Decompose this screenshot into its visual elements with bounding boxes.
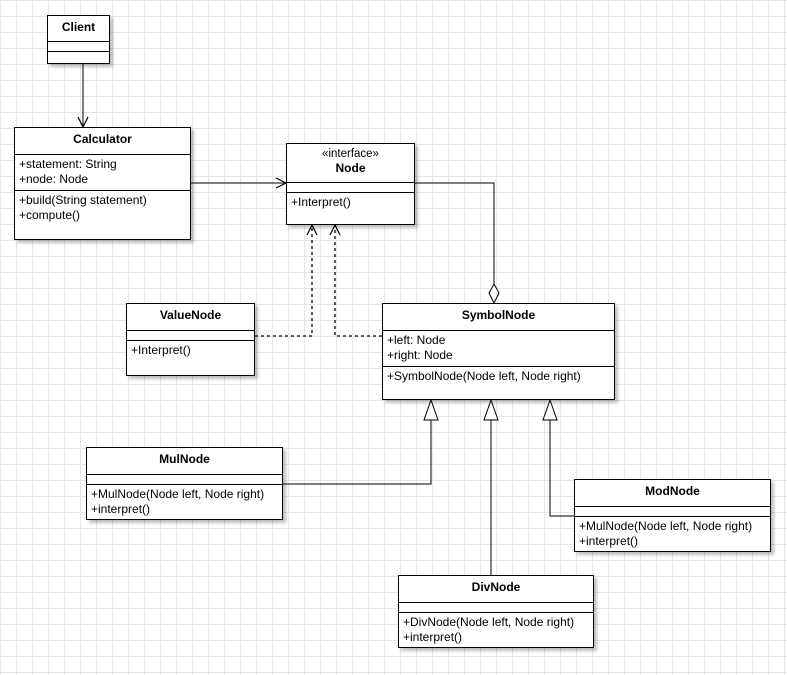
attribute: +left: Node <box>387 333 446 347</box>
class-operations: +SymbolNode(Node left, Node right) <box>383 367 614 387</box>
attribute: +statement: String <box>19 157 117 171</box>
operation: +Interpret() <box>291 195 351 209</box>
class-divnode[interactable]: DivNode +DivNode(Node left, Node right) … <box>398 575 594 648</box>
class-modnode[interactable]: ModNode +MulNode(Node left, Node right) … <box>574 479 771 552</box>
class-name: Client <box>48 16 109 42</box>
class-operations: +DivNode(Node left, Node right) +interpr… <box>399 613 593 648</box>
class-mulnode[interactable]: MulNode +MulNode(Node left, Node right) … <box>86 447 283 520</box>
class-attributes: +statement: String +node: Node <box>15 155 190 191</box>
class-operations: +Interpret() <box>127 341 254 361</box>
operation: +MulNode(Node left, Node right) <box>579 519 753 533</box>
class-name: MulNode <box>87 448 282 475</box>
operation: +compute() <box>19 208 81 222</box>
class-name: DivNode <box>399 576 593 603</box>
class-operations: +build(String statement) +compute() <box>15 191 190 226</box>
class-name: ModNode <box>575 480 770 507</box>
edge-modnode-symbolnode-generalization[interactable] <box>549 420 575 517</box>
class-attributes <box>287 183 414 193</box>
operation: +interpret() <box>403 630 463 644</box>
class-attributes <box>48 42 109 52</box>
aggregation-diamond-icon <box>488 282 500 305</box>
generalization-triangle-icon <box>542 398 558 421</box>
class-name: ValueNode <box>127 304 254 331</box>
class-operations: +MulNode(Node left, Node right) +interpr… <box>87 485 282 520</box>
stereotype-label: «interface» <box>322 148 379 160</box>
edge-mulnode-symbolnode-generalization[interactable] <box>283 420 432 485</box>
attribute: +node: Node <box>19 172 89 186</box>
edge-symbolnode-node-dependency[interactable] <box>335 225 382 337</box>
edge-node-symbolnode-aggregation[interactable] <box>415 182 495 284</box>
operation: +interpret() <box>91 502 151 516</box>
operation: +MulNode(Node left, Node right) <box>91 487 265 501</box>
edge-valuenode-node-dependency[interactable] <box>255 225 312 337</box>
class-name: SymbolNode <box>383 304 614 331</box>
generalization-triangle-icon <box>423 398 439 421</box>
class-name: Calculator <box>15 128 190 155</box>
class-operations: +Interpret() <box>287 193 414 213</box>
class-header: «interface» Node <box>287 144 414 183</box>
class-calculator[interactable]: Calculator +statement: String +node: Nod… <box>14 127 191 240</box>
class-operations: +MulNode(Node left, Node right) +interpr… <box>575 517 770 552</box>
operation: +build(String statement) <box>19 193 147 207</box>
class-name: Node <box>335 161 366 175</box>
operation: +Interpret() <box>131 343 191 357</box>
attribute: +right: Node <box>387 348 453 362</box>
class-node[interactable]: «interface» Node +Interpret() <box>286 143 415 225</box>
class-operations <box>48 52 109 62</box>
class-attributes <box>127 331 254 341</box>
class-attributes <box>575 507 770 517</box>
generalization-triangle-icon <box>483 398 499 421</box>
operation: +SymbolNode(Node left, Node right) <box>387 369 581 383</box>
operation: +DivNode(Node left, Node right) <box>403 615 575 629</box>
class-symbolnode[interactable]: SymbolNode +left: Node +right: Node +Sym… <box>382 303 615 400</box>
operation: +interpret() <box>579 534 639 548</box>
class-attributes: +left: Node +right: Node <box>383 331 614 367</box>
class-client[interactable]: Client <box>47 15 110 64</box>
class-valuenode[interactable]: ValueNode +Interpret() <box>126 303 255 376</box>
class-attributes <box>87 475 282 485</box>
class-attributes <box>399 603 593 613</box>
